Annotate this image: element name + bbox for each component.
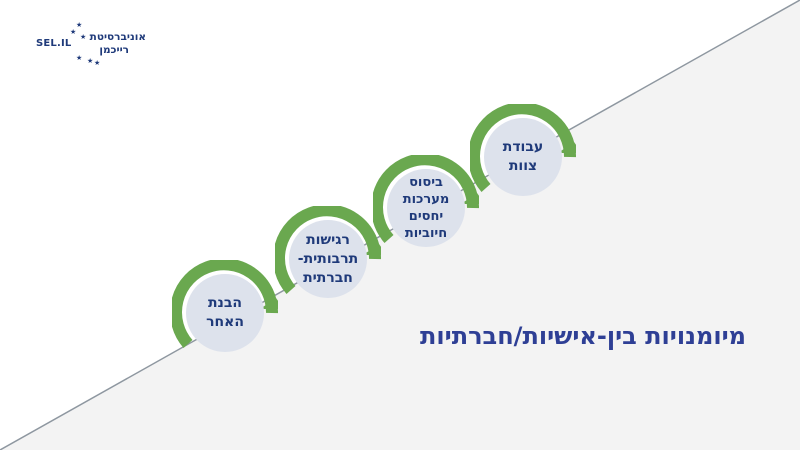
logo-name-line2: רייכמן: [99, 44, 129, 56]
logo-org-code: SEL.IL: [36, 38, 72, 49]
star-icon: ★: [76, 54, 83, 62]
ring-arrow-icon: [373, 155, 479, 247]
star-icon: ★: [76, 21, 83, 29]
step-label: הבנת האחר: [206, 295, 244, 330]
ring-arrow-icon: [470, 104, 576, 196]
step-3: ביסוס מערכות יחסים חיוביות: [373, 155, 479, 261]
step-label: ביסוס מערכות יחסים חיוביות: [402, 175, 450, 241]
star-icon: ★: [87, 57, 94, 65]
step-4: עבודת צוות: [470, 104, 576, 210]
step-label: רגישות תרבותית- חברתית: [297, 231, 359, 286]
step-2: רגישות תרבותית- חברתית: [275, 206, 381, 312]
star-icon: ★: [70, 28, 77, 36]
star-icon: ★: [94, 59, 101, 67]
page-title: מיומנויות בין-אישיות/חברתיות: [420, 322, 746, 350]
logo-name-line1: אוניברסיטת: [89, 31, 146, 43]
step-label: עבודת צוות: [502, 139, 544, 174]
step-1: הבנת האחר: [172, 260, 278, 366]
ring-arrow-icon: [275, 206, 381, 298]
logo: SEL.IL אוניברסיטת רייכמן ★ ★ ★ ★ ★ ★: [36, 21, 146, 67]
star-icon: ★: [80, 33, 87, 41]
ring-arrow-icon: [172, 260, 278, 352]
